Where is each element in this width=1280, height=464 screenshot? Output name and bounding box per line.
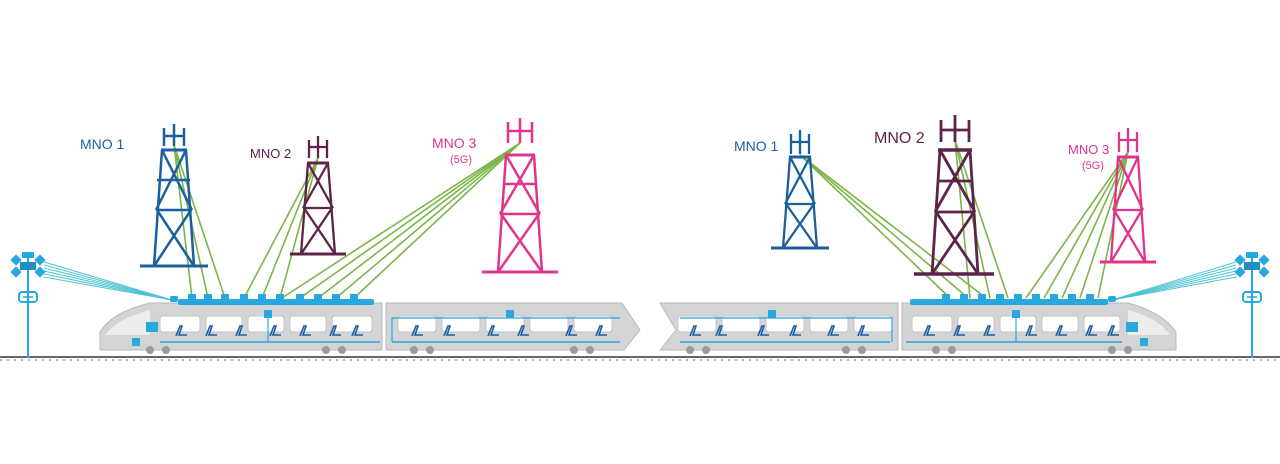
- roof-antenna-icon: [170, 294, 358, 302]
- left-mno2-label: MNO 2: [250, 146, 291, 161]
- left-mno3-label: MNO 3: [432, 135, 477, 151]
- left-train: [99, 294, 641, 354]
- passenger-seat-icon: [689, 325, 1119, 337]
- mno1-tower-left: [140, 124, 208, 268]
- right-mno2-label: MNO 2: [874, 130, 925, 147]
- left-cellular-links: [173, 142, 521, 299]
- right-mno3-label: MNO 3: [1068, 142, 1109, 157]
- roof-antenna-icon: [942, 294, 1116, 302]
- trackside-access-point-icon: [1234, 252, 1270, 358]
- mno2-tower-left: [290, 136, 346, 256]
- right-mno1-label: MNO 1: [734, 138, 779, 154]
- mno2-tower-right: [914, 115, 994, 276]
- mno1-tower-right: [771, 130, 829, 250]
- right-cellular-links: [799, 139, 1129, 299]
- right-trackside-beams: [1111, 261, 1237, 301]
- left-trackside-beams: [43, 261, 173, 301]
- mno3-tower-right: [1100, 128, 1156, 264]
- left-mno3-sublabel: (5G): [450, 154, 472, 166]
- mno3-tower-left: [482, 118, 558, 274]
- right-mno3-sublabel: (5G): [1082, 160, 1104, 172]
- left-mno1-label: MNO 1: [80, 136, 125, 152]
- trackside-access-point-icon: [10, 252, 46, 358]
- passenger-seat-icon: [175, 325, 607, 337]
- right-train: [658, 294, 1177, 354]
- train-nose-car: [901, 302, 1177, 351]
